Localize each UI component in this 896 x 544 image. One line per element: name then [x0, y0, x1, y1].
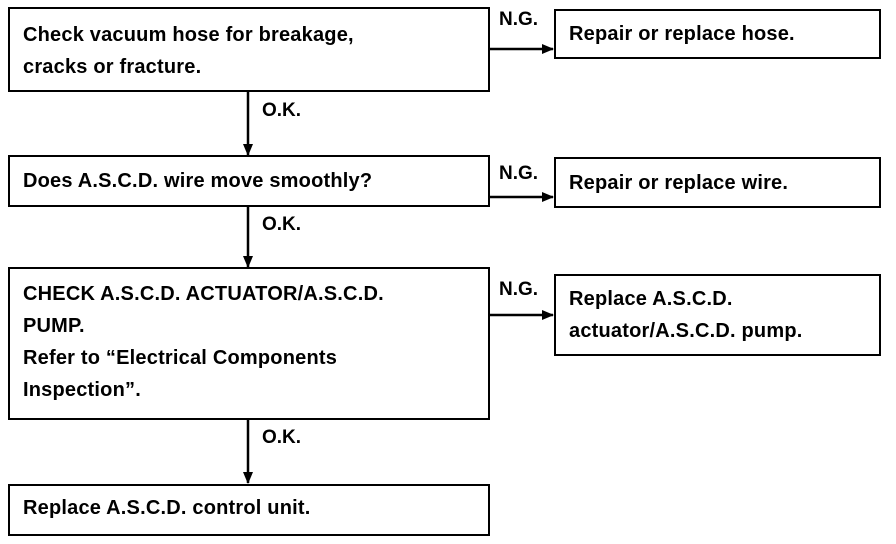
- repair-wire-box: Repair or replace wire.: [554, 157, 881, 208]
- replace-actuator-pump-box: Replace A.S.C.D. actuator/A.S.C.D. pump.: [554, 274, 881, 356]
- check-wire-box: Does A.S.C.D. wire move smoothly?: [8, 155, 490, 207]
- repair-hose-box: Repair or replace hose.: [554, 9, 881, 59]
- ng-label-3: N.G.: [499, 279, 539, 300]
- box-text-line: cracks or fracture.: [23, 56, 202, 78]
- box-text-line: Replace A.S.C.D. control unit.: [23, 497, 311, 519]
- box-text-line: actuator/A.S.C.D. pump.: [569, 320, 803, 342]
- check-actuator-pump-box: CHECK A.S.C.D. ACTUATOR/A.S.C.D. PUMP. R…: [8, 267, 490, 420]
- box-text-line: Refer to “Electrical Components: [23, 347, 338, 369]
- ng-label-1: N.G.: [499, 9, 539, 30]
- box-text-line: Inspection”.: [23, 379, 141, 401]
- ok-label-3: O.K.: [262, 427, 302, 448]
- box-text-line: Does A.S.C.D. wire move smoothly?: [23, 170, 373, 192]
- box-text-line: Repair or replace hose.: [569, 23, 795, 45]
- check-vacuum-hose-box: Check vacuum hose for breakage, cracks o…: [8, 7, 490, 92]
- replace-control-unit-box: Replace A.S.C.D. control unit.: [8, 484, 490, 536]
- ok-label-1: O.K.: [262, 100, 302, 121]
- box-text-line: Check vacuum hose for breakage,: [23, 24, 354, 46]
- box-text-line: CHECK A.S.C.D. ACTUATOR/A.S.C.D.: [23, 283, 384, 305]
- box-text-line: PUMP.: [23, 315, 85, 337]
- box-text-line: Replace A.S.C.D.: [569, 288, 733, 310]
- ng-label-2: N.G.: [499, 163, 539, 184]
- ok-label-2: O.K.: [262, 214, 302, 235]
- box-text-line: Repair or replace wire.: [569, 172, 789, 194]
